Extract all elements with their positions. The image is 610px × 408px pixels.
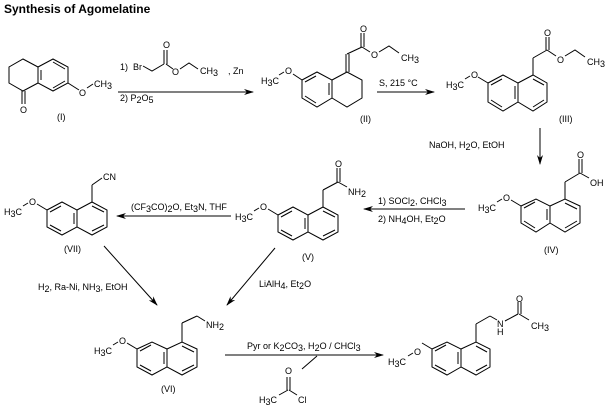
svg-text:H3C: H3C — [259, 395, 278, 407]
svg-text:O: O — [285, 66, 292, 76]
compound-VII: CN O H3C (VII) — [4, 172, 116, 254]
compound-IV: O OH O H3C (IV) — [478, 150, 604, 255]
svg-text:O: O — [577, 150, 584, 160]
svg-text:2) P2O5: 2) P2O5 — [120, 93, 154, 105]
compound-II: O O CH3 O H3C (II) — [261, 24, 419, 124]
step2-reagents: S, 215 °C — [379, 78, 418, 88]
svg-text:OH: OH — [590, 178, 604, 188]
aromatic-ring — [487, 74, 519, 112]
step4-reagents-line1: 1) SOCl2, CHCl3 — [378, 196, 447, 208]
step3-reagents: NaOH, H2O, EtOH — [429, 140, 505, 152]
svg-text:O: O — [544, 28, 551, 38]
svg-text:CH3: CH3 — [531, 321, 549, 333]
compound-label: (III) — [559, 114, 573, 124]
compound-III: O O CH3 O H3C (III) — [446, 28, 605, 124]
svg-text:CH3: CH3 — [200, 66, 218, 78]
methyl: CH3 — [94, 79, 112, 91]
aromatic-ring — [37, 58, 69, 92]
compound-label: (II) — [360, 114, 371, 124]
svg-text:O: O — [557, 55, 564, 65]
svg-text:O: O — [119, 336, 126, 346]
svg-text:H3C: H3C — [4, 207, 23, 219]
aromatic-ring — [46, 201, 78, 236]
step5-reagents: (CF3CO)2O, Et3N, THF — [131, 202, 227, 214]
aromatic-ring — [520, 198, 551, 233]
aromatic-ring — [431, 341, 462, 376]
step1-reagents: 1) Br O O CH3 , Zn 2) P2O5 — [120, 40, 244, 105]
compound-label: (VI) — [161, 384, 176, 394]
bromine: Br — [133, 62, 142, 72]
methoxy-o: O — [79, 88, 86, 98]
svg-text:O: O — [471, 70, 478, 80]
step6-reagents: H2, Ra-Ni, NH3, EtOH — [38, 282, 128, 294]
svg-text:1): 1) — [120, 62, 128, 72]
diagram-title: Synthesis of Agomelatine — [4, 2, 151, 16]
step8-reagents: Pyr or K2CO3, H2O / CHCl3 — [247, 341, 361, 353]
aromatic-ring — [136, 341, 168, 376]
svg-text:Cl: Cl — [298, 395, 307, 405]
acetyl-chloride: O H3C Cl — [259, 355, 318, 407]
svg-text:O: O — [371, 50, 378, 60]
compound-VI: NH2 O H3C (VI) — [94, 315, 224, 394]
svg-text:H: H — [497, 327, 504, 337]
step7-reagents: LiAlH4, Et2O — [259, 279, 311, 291]
svg-text:O: O — [414, 347, 421, 357]
svg-text:H3C: H3C — [261, 76, 280, 88]
compound-label: (I) — [57, 112, 66, 122]
step4-reagents-line2: 2) NH4OH, Et2O — [378, 214, 446, 226]
compound-agomelatine: N H O CH3 O H3C — [388, 294, 549, 376]
aromatic-ring — [277, 206, 309, 241]
svg-text:O: O — [163, 40, 170, 50]
svg-text:H3C: H3C — [478, 203, 497, 215]
carbonyl-o: O — [20, 105, 27, 115]
svg-text:O: O — [260, 202, 267, 212]
svg-text:O: O — [285, 366, 292, 376]
svg-text:O: O — [29, 197, 36, 207]
nitrile: CN — [103, 172, 116, 182]
reaction-arrow-6 — [103, 245, 158, 306]
aromatic-ring — [301, 71, 333, 108]
svg-text:CH3: CH3 — [401, 53, 419, 65]
ring-bonds — [8, 58, 39, 92]
svg-text:H3C: H3C — [446, 80, 465, 92]
svg-text:NH2: NH2 — [348, 187, 366, 199]
compound-label: (VII) — [64, 244, 81, 254]
svg-text:O: O — [172, 67, 179, 77]
zinc: , Zn — [228, 66, 244, 76]
svg-text:CH3: CH3 — [587, 57, 605, 69]
svg-text:N: N — [497, 319, 504, 329]
svg-text:H3C: H3C — [235, 212, 254, 224]
svg-text:H3C: H3C — [94, 346, 113, 358]
compound-label: (IV) — [544, 245, 559, 255]
compound-I: O O CH3 (I) — [8, 58, 112, 122]
svg-text:NH2: NH2 — [206, 320, 224, 332]
reaction-arrow-7 — [226, 247, 276, 306]
compound-label: (V) — [302, 252, 314, 262]
svg-text:H3C: H3C — [388, 357, 407, 369]
svg-text:O: O — [503, 193, 510, 203]
svg-text:O: O — [335, 159, 342, 169]
svg-text:O: O — [360, 24, 367, 34]
compound-V: O NH2 O H3C (V) — [235, 159, 366, 262]
svg-text:O: O — [516, 294, 523, 304]
